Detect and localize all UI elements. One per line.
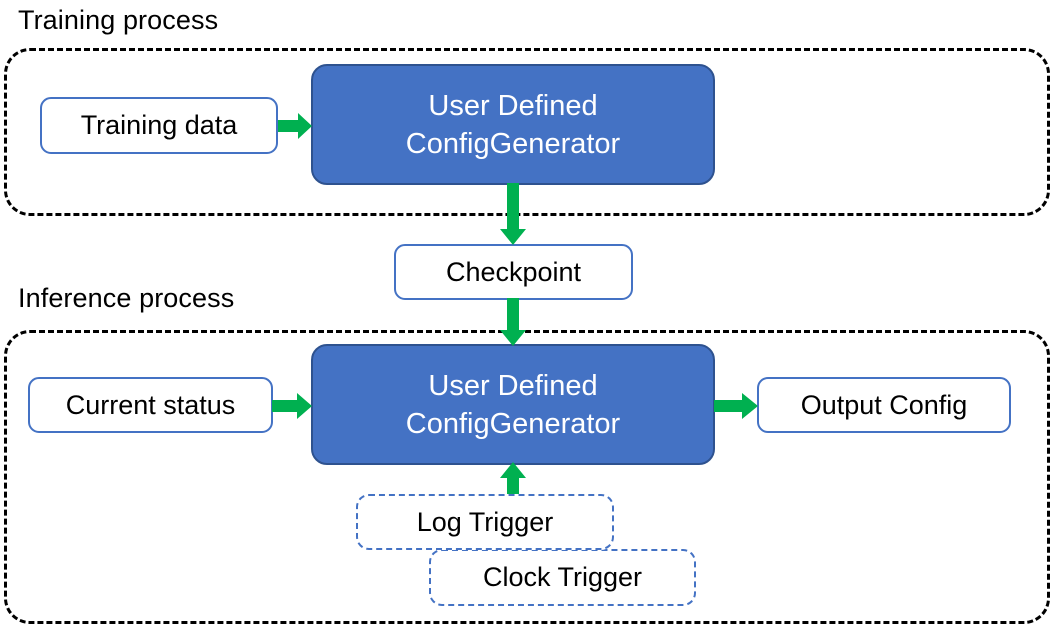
arrow-checkpoint-to-generator-icon [497,298,529,348]
arrow-current-status-to-generator-icon [272,390,314,422]
training-process-container [4,48,1050,216]
log-trigger-node[interactable]: Log Trigger [356,494,614,550]
arrow-generator-to-output-config-icon [714,390,760,422]
inference-process-title: Inference process [18,283,235,313]
arrow-generator-to-checkpoint-icon [497,183,529,247]
training-generator-line-2: ConfigGenerator [405,127,621,160]
inference-generator-line-2: ConfigGenerator [405,407,621,440]
inference-process-container [4,330,1050,624]
output-config-node[interactable]: Output Config [757,377,1011,433]
training-generator-line-1: User Defined [428,89,598,122]
clock-trigger-node[interactable]: Clock Trigger [429,549,696,606]
arrow-training-data-to-generator-icon [278,110,314,142]
training-config-generator-node[interactable]: User Defined ConfigGenerator [311,64,715,185]
training-process-title: Training process [18,5,219,35]
current-status-node[interactable]: Current status [28,377,273,433]
checkpoint-node[interactable]: Checkpoint [394,244,633,300]
inference-generator-line-1: User Defined [428,369,598,402]
training-data-node[interactable]: Training data [40,97,278,154]
inference-config-generator-node[interactable]: User Defined ConfigGenerator [311,344,715,465]
arrow-trigger-to-generator-icon [497,462,529,498]
